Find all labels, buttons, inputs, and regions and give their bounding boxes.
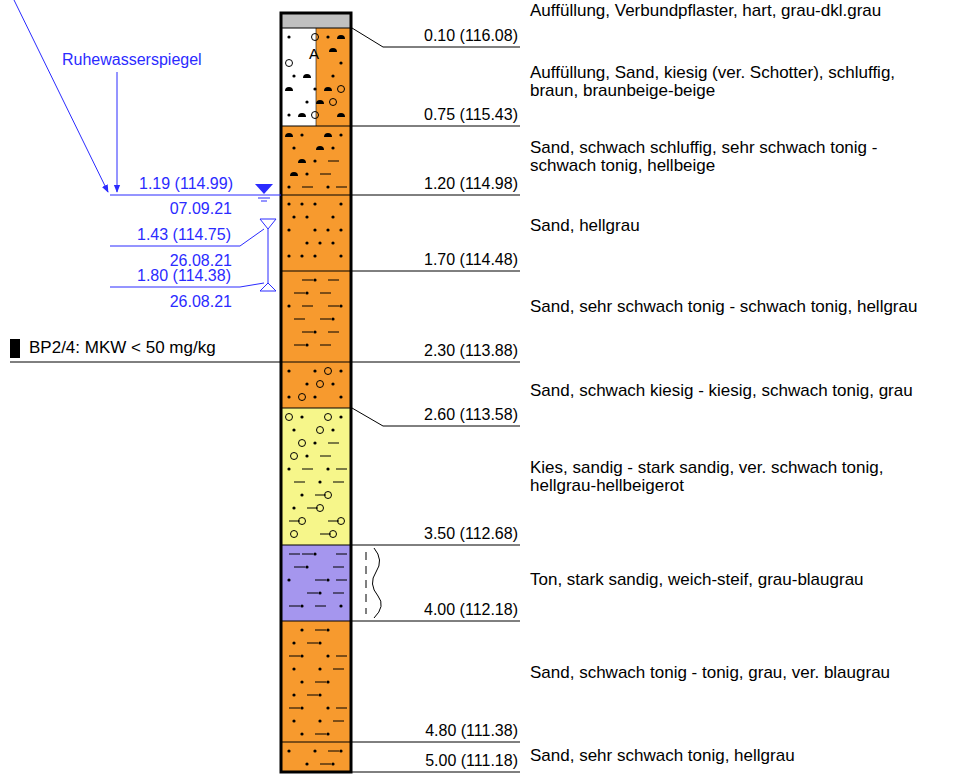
layer-letter: A — [309, 45, 323, 63]
fill-layer-part — [282, 28, 316, 126]
layer-description: Auffüllung, Verbundpflaster, hart, grau-… — [530, 2, 942, 20]
soil-layer — [282, 545, 350, 621]
water-level-depth: 1.43 (114.75) — [116, 226, 231, 244]
soil-layer — [282, 271, 350, 362]
consistency-mark — [372, 548, 381, 618]
layer-description: Sand, sehr schwach tonig - schwach tonig… — [530, 298, 942, 316]
water-level-title: Ruhewasserspiegel — [62, 51, 222, 69]
sample-note: BP2/4: MKW < 50 mg/kg — [29, 339, 279, 357]
soil-layer — [282, 195, 350, 271]
soil-layer — [282, 126, 350, 195]
layer-description: Kies, sandig - stark sandig, ver. schwac… — [530, 459, 942, 495]
depth-label: 2.60 (113.58) — [376, 406, 518, 424]
borehole-column — [281, 13, 351, 772]
depth-label: 1.20 (114.98) — [376, 175, 518, 193]
layer-description: Sand, schwach tonig - tonig, grau, ver. … — [530, 664, 942, 682]
depth-leader — [352, 126, 520, 127]
depth-leader — [352, 742, 520, 743]
depth-leader — [352, 271, 520, 272]
layer-description: Sand, hellgrau — [530, 217, 942, 235]
water-level-date: 07.09.21 — [120, 200, 232, 218]
sample-mark — [10, 339, 20, 358]
depth-label: 3.50 (112.68) — [376, 525, 518, 543]
layer-description: Sand, schwach kiesig - kiesig, schwach t… — [530, 382, 942, 400]
depth-label: 5.00 (111.18) — [376, 752, 518, 770]
depth-leader — [352, 28, 520, 47]
water-level-date: 26.08.21 — [120, 293, 232, 311]
soil-layer — [282, 13, 350, 28]
water-level-depth: 1.80 (114.38) — [116, 267, 231, 285]
column-frame — [281, 13, 351, 772]
depth-label: 0.75 (115.43) — [376, 106, 518, 124]
soil-symbols — [285, 34, 347, 766]
layer-description: Sand, sehr schwach tonig, hellgrau — [530, 747, 942, 765]
depth-label: 0.10 (116.08) — [376, 27, 518, 45]
soil-layer — [282, 742, 350, 772]
soil-layer — [282, 362, 350, 408]
layer-description: Ton, stark sandig, weich-steif, grau-bla… — [530, 571, 942, 589]
soil-layer — [282, 408, 350, 545]
depth-label: 4.00 (112.18) — [376, 601, 518, 619]
depth-label: 4.80 (111.38) — [376, 722, 518, 740]
depth-leader — [352, 621, 520, 622]
depth-leader — [352, 772, 520, 773]
soil-layer — [282, 28, 350, 126]
sample-leader — [10, 362, 281, 363]
water-level-depth: 1.19 (114.99) — [120, 175, 233, 193]
depth-leader — [352, 545, 520, 546]
layer-description: Sand, schwach schluffig, sehr schwach to… — [530, 139, 942, 175]
depth-leader — [352, 195, 520, 196]
layer-description: Auffüllung, Sand, kiesig (ver. Schotter)… — [530, 64, 942, 100]
groundwater-marks — [14, 0, 281, 291]
soil-layer — [282, 621, 350, 742]
depth-label: 2.30 (113.88) — [376, 342, 518, 360]
depth-leader — [352, 362, 520, 363]
depth-label: 1.70 (114.48) — [376, 251, 518, 269]
